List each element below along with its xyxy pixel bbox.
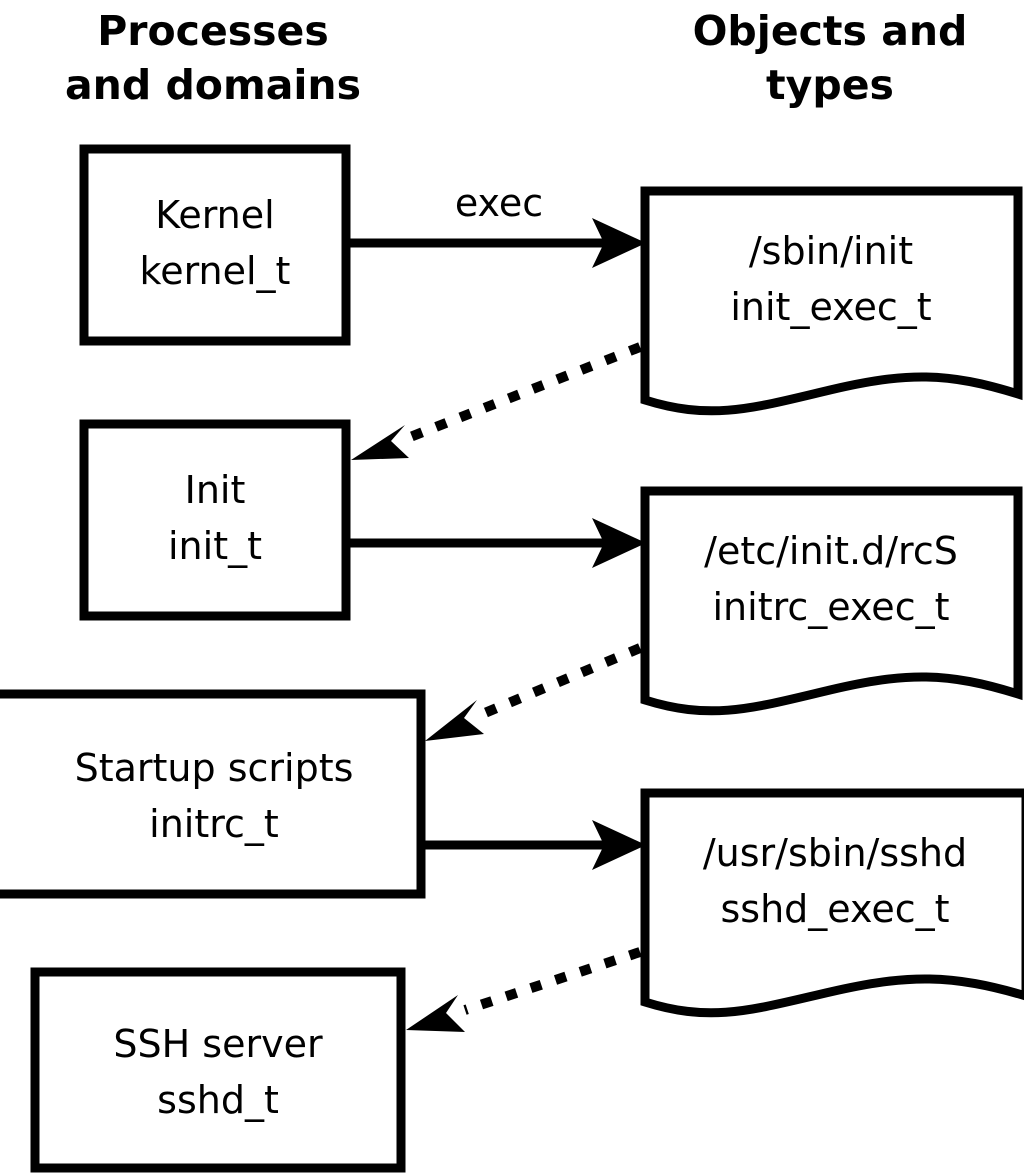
heading-right-line1: Objects and — [693, 7, 968, 55]
node-ssh-server[interactable]: SSH server sshd_t — [30, 967, 406, 1173]
edge-init-exec — [350, 518, 646, 568]
edge-label-exec: exec — [455, 181, 543, 225]
edge-line-sshd-transition — [463, 947, 642, 1015]
node-startup-scripts-line2: initrc_t — [149, 802, 279, 846]
node-usr-sbin-sshd-line1: /usr/sbin/sshd — [703, 831, 967, 875]
arrow-head-init-exec — [592, 518, 646, 568]
arrow-head-init-transition — [351, 425, 409, 460]
node-usr-sbin-sshd-doc[interactable] — [640, 788, 1024, 1018]
node-ssh-server-line2: sshd_t — [157, 1078, 279, 1122]
arrow-head-kernel-exec — [592, 218, 646, 268]
node-etc-initd-rcs-line1: /etc/init.d/rcS — [704, 529, 958, 573]
node-kernel-box[interactable] — [79, 144, 351, 346]
edge-line-initrc-transition — [478, 643, 642, 720]
node-init-line1: Init — [185, 468, 246, 512]
node-sbin-init-line1: /sbin/init — [749, 229, 913, 273]
edge-kernel-exec: exec — [350, 181, 646, 268]
edge-initrc-exec — [425, 820, 646, 870]
edge-init-exec-transition — [351, 342, 642, 460]
node-startup-scripts[interactable]: Startup scripts initrc_t — [0, 689, 426, 899]
node-init-line2: init_t — [168, 524, 262, 568]
node-sbin-init-doc[interactable] — [640, 186, 1023, 416]
edge-line-init-transition — [398, 342, 642, 446]
node-sbin-init[interactable]: /sbin/init init_exec_t — [640, 186, 1023, 416]
arrow-head-initrc-transition — [425, 700, 484, 741]
node-etc-initd-rcs-line2: initrc_exec_t — [713, 585, 950, 629]
node-kernel-line1: Kernel — [155, 193, 274, 237]
node-startup-scripts-line1: Startup scripts — [75, 746, 354, 790]
heading-left-line1: Processes — [97, 7, 329, 55]
edge-sshd-exec-transition — [406, 947, 642, 1032]
node-init-box[interactable] — [79, 419, 351, 621]
node-ssh-server-line1: SSH server — [113, 1022, 323, 1066]
node-etc-initd-rcs[interactable]: /etc/init.d/rcS initrc_exec_t — [640, 486, 1023, 716]
column-heading-objects: Objects and types — [693, 7, 968, 109]
arrow-head-initrc-exec — [592, 820, 646, 870]
edge-initrc-exec-transition — [425, 643, 642, 741]
heading-right-line2: types — [766, 61, 894, 109]
node-usr-sbin-sshd-line2: sshd_exec_t — [720, 887, 949, 931]
node-startup-scripts-box[interactable] — [0, 689, 426, 899]
node-ssh-server-box[interactable] — [30, 967, 406, 1173]
node-kernel-line2: kernel_t — [140, 249, 291, 293]
node-init[interactable]: Init init_t — [79, 419, 351, 621]
node-etc-initd-rcs-doc[interactable] — [640, 486, 1023, 716]
node-kernel[interactable]: Kernel kernel_t — [79, 144, 351, 346]
node-sbin-init-line2: init_exec_t — [730, 285, 931, 329]
column-heading-processes: Processes and domains — [65, 7, 361, 109]
heading-left-line2: and domains — [65, 61, 361, 109]
node-usr-sbin-sshd[interactable]: /usr/sbin/sshd sshd_exec_t — [640, 788, 1024, 1018]
arrow-head-sshd-transition — [406, 995, 465, 1032]
